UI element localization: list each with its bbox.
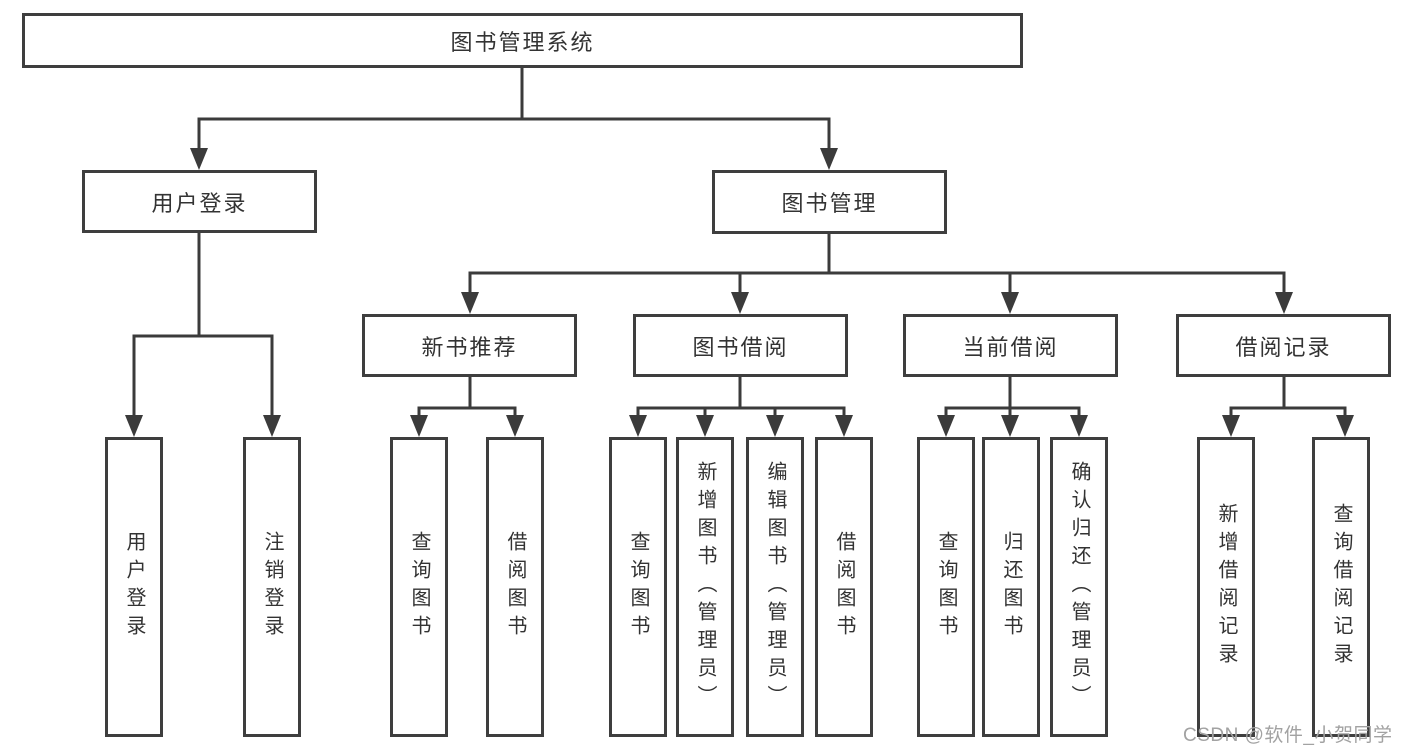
leaf-confirm-return-admin: 确认归还（管理员） — [1050, 437, 1108, 737]
leaf-add-borrow-record-label: 新增借阅记录 — [1215, 503, 1237, 671]
arrowheads — [125, 148, 1354, 437]
node-user-login: 用户登录 — [82, 170, 317, 233]
node-book-borrowing: 图书借阅 — [633, 314, 848, 377]
leaf-add-books-admin-label: 新增图书（管理员） — [694, 461, 716, 713]
node-user-login-label: 用户登录 — [151, 190, 248, 216]
node-borrowing-records: 借阅记录 — [1176, 314, 1391, 377]
leaf-borrow-books-recommend: 借阅图书 — [486, 437, 544, 737]
leaf-user-login-label: 用户登录 — [123, 531, 145, 643]
leaf-query-books-current: 查询图书 — [917, 437, 975, 737]
node-new-book-recommend-label: 新书推荐 — [421, 334, 518, 360]
leaf-user-login: 用户登录 — [105, 437, 163, 737]
leaf-borrow-books-recommend-label: 借阅图书 — [504, 531, 526, 643]
leaf-query-books-recommend: 查询图书 — [390, 437, 448, 737]
leaf-edit-books-admin: 编辑图书（管理员） — [746, 437, 804, 737]
leaf-return-books-label: 归还图书 — [1000, 531, 1022, 643]
leaf-query-books-current-label: 查询图书 — [935, 531, 957, 643]
leaf-add-borrow-record: 新增借阅记录 — [1197, 437, 1255, 737]
csdn-watermark: CSDN @软件_小贺同学 — [1183, 725, 1393, 746]
node-book-management: 图书管理 — [712, 170, 947, 234]
leaf-return-books: 归还图书 — [982, 437, 1040, 737]
leaf-query-borrow-record-label: 查询借阅记录 — [1330, 503, 1352, 671]
node-root-library-system: 图书管理系统 — [22, 13, 1023, 68]
leaf-confirm-return-admin-label: 确认归还（管理员） — [1068, 461, 1090, 713]
leaf-logout: 注销登录 — [243, 437, 301, 737]
node-book-borrowing-label: 图书借阅 — [692, 334, 789, 360]
leaf-borrow-books-label: 借阅图书 — [833, 531, 855, 643]
leaf-query-borrow-record: 查询借阅记录 — [1312, 437, 1370, 737]
node-book-management-label: 图书管理 — [781, 191, 878, 216]
leaf-edit-books-admin-label: 编辑图书（管理员） — [764, 461, 786, 713]
node-borrowing-records-label: 借阅记录 — [1235, 334, 1332, 360]
leaf-query-books-borrowing: 查询图书 — [609, 437, 667, 737]
leaf-query-books-borrowing-label: 查询图书 — [627, 531, 649, 643]
node-root-label: 图书管理系统 — [450, 29, 595, 55]
leaf-borrow-books: 借阅图书 — [815, 437, 873, 737]
leaf-logout-label: 注销登录 — [261, 531, 283, 643]
leaf-add-books-admin: 新增图书（管理员） — [676, 437, 734, 737]
leaf-query-books-recommend-label: 查询图书 — [408, 531, 430, 643]
node-current-borrowing-label: 当前借阅 — [962, 334, 1059, 360]
node-new-book-recommend: 新书推荐 — [362, 314, 577, 377]
node-current-borrowing: 当前借阅 — [903, 314, 1118, 377]
